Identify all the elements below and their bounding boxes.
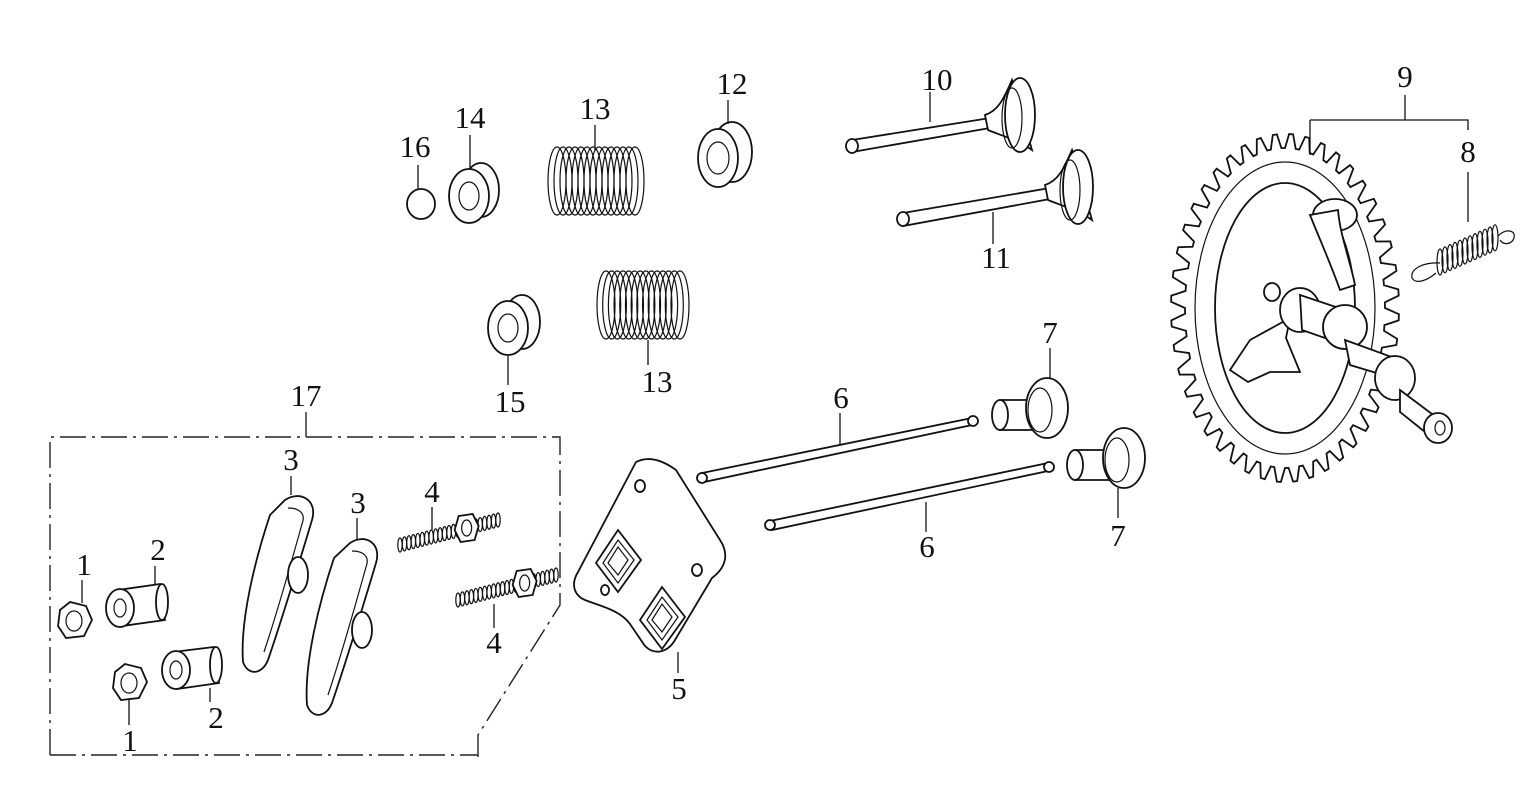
part-7-tappet-upper	[991, 348, 1069, 439]
label-part-3b: 3	[350, 485, 366, 520]
label-part-2a: 2	[150, 532, 166, 567]
part-12-valve-seal	[697, 100, 753, 188]
part-3-rocker-arm-right	[305, 518, 379, 716]
part-4-stud-lower	[455, 567, 559, 608]
label-part-10: 10	[922, 62, 953, 97]
part-2-pivot-upper	[105, 566, 169, 628]
part-5-guide-plate	[573, 458, 727, 673]
part-10-intake-valve	[845, 77, 1036, 154]
part-1-nut-lower	[112, 663, 148, 725]
part-13-valve-spring-upper	[547, 146, 645, 216]
label-part-14: 14	[455, 100, 487, 135]
part-16-valve-cap	[406, 165, 436, 220]
label-part-1a: 1	[76, 547, 92, 582]
part-13-valve-spring-lower	[596, 270, 690, 340]
label-part-13b: 13	[642, 364, 673, 399]
label-part-11: 11	[981, 240, 1011, 275]
part-1-nut-upper	[57, 580, 93, 639]
label-part-17: 17	[291, 378, 322, 413]
part-9-camshaft-gear	[1170, 95, 1469, 483]
part-14-retainer	[448, 135, 500, 224]
label-part-4b: 4	[486, 625, 502, 660]
label-part-7b: 7	[1110, 518, 1126, 553]
part-6-push-rod-upper	[696, 413, 979, 484]
label-part-3a: 3	[283, 442, 299, 477]
label-part-6a: 6	[833, 380, 849, 415]
part-3-rocker-arm-left	[241, 476, 315, 673]
label-part-13a: 13	[580, 91, 611, 126]
label-part-8: 8	[1460, 134, 1476, 169]
part-4-stud-upper	[397, 512, 501, 553]
label-part-9: 9	[1397, 59, 1413, 94]
part-7-tappet-lower	[1066, 427, 1146, 518]
label-part-6b: 6	[919, 529, 935, 564]
part-8-spring	[1411, 172, 1515, 282]
label-part-12: 12	[717, 66, 748, 101]
label-part-7a: 7	[1042, 315, 1058, 350]
label-part-2b: 2	[208, 700, 224, 735]
part-2-pivot-lower	[161, 645, 223, 702]
label-part-1b: 1	[122, 723, 138, 758]
part-labels: 1 1 2 2 3 3 4 4 5 6 6 7 7 8 9 10 11 12 1…	[76, 59, 1476, 758]
part-15-valve-seal	[487, 294, 541, 385]
assembly-17-bracket	[49, 412, 561, 757]
part-11-exhaust-valve	[896, 147, 1094, 244]
label-part-5: 5	[671, 671, 687, 706]
label-part-4a: 4	[424, 474, 440, 509]
part-6-push-rod-lower	[764, 461, 1055, 532]
label-part-16: 16	[400, 129, 431, 164]
label-part-15: 15	[495, 384, 526, 419]
